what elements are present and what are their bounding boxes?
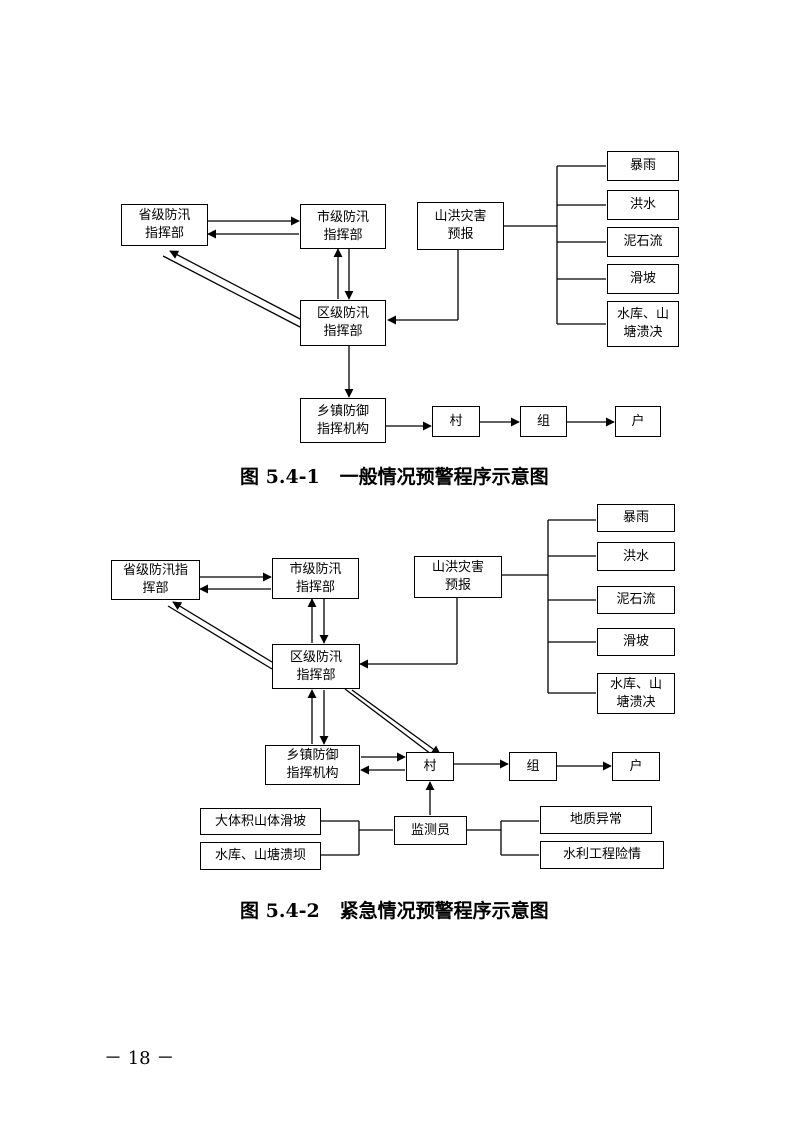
- f1-reservoir-breach: 水库、山 塘溃决: [607, 301, 679, 347]
- f2-group: 组: [509, 752, 557, 781]
- f2-hydraulic-hazard: 水利工程险情: [540, 841, 664, 869]
- f2-flood: 洪水: [597, 542, 675, 571]
- f1-village: 村: [432, 406, 480, 437]
- f1-rainstorm: 暴雨: [607, 151, 679, 181]
- f1-debris-flow: 泥石流: [607, 227, 679, 257]
- f2-large-landslide: 大体积山体滑坡: [200, 808, 321, 835]
- f2-flash-flood-forecast: 山洪灾害 预报: [414, 556, 502, 598]
- f2-monitor: 监测员: [394, 816, 467, 845]
- f1-town-agency: 乡镇防御 指挥机构: [300, 398, 386, 443]
- figure2-caption: 图 5.4-2 紧急情况预警程序示意图: [240, 900, 549, 922]
- f1-district-hq: 区级防汛 指挥部: [300, 300, 386, 346]
- f1-landslide: 滑坡: [607, 264, 679, 294]
- f2-village: 村: [406, 752, 454, 781]
- f1-province-hq: 省级防汛 指挥部: [121, 204, 208, 246]
- f1-group: 组: [520, 406, 567, 437]
- f2-geological-anomaly: 地质异常: [540, 806, 652, 834]
- figure2-connectors: [167, 519, 612, 856]
- f1-flash-flood-forecast: 山洪灾害 预报: [417, 202, 504, 250]
- page-number: － 18 －: [104, 1048, 175, 1069]
- f2-reservoir-breach: 水库、山 塘溃决: [597, 673, 675, 714]
- f2-landslide: 滑坡: [597, 628, 675, 656]
- figure1-connectors: [162, 165, 615, 431]
- f2-rainstorm: 暴雨: [597, 504, 675, 532]
- f2-city-hq: 市级防汛 指挥部: [272, 558, 359, 599]
- f1-city-hq: 市级防汛 指挥部: [300, 204, 386, 249]
- f2-household: 户: [612, 752, 660, 781]
- f2-debris-flow: 泥石流: [597, 586, 675, 614]
- f2-district-hq: 区级防汛 指挥部: [272, 644, 360, 689]
- f1-household: 户: [615, 406, 661, 437]
- figure1-caption: 图 5.4-1 一般情况预警程序示意图: [240, 466, 549, 488]
- f2-town-agency: 乡镇防御 指挥机构: [265, 745, 360, 785]
- f1-flood: 洪水: [607, 190, 679, 220]
- f2-dam-break: 水库、山塘溃坝: [200, 842, 321, 870]
- f2-province-hq: 省级防汛指 挥部: [111, 560, 200, 600]
